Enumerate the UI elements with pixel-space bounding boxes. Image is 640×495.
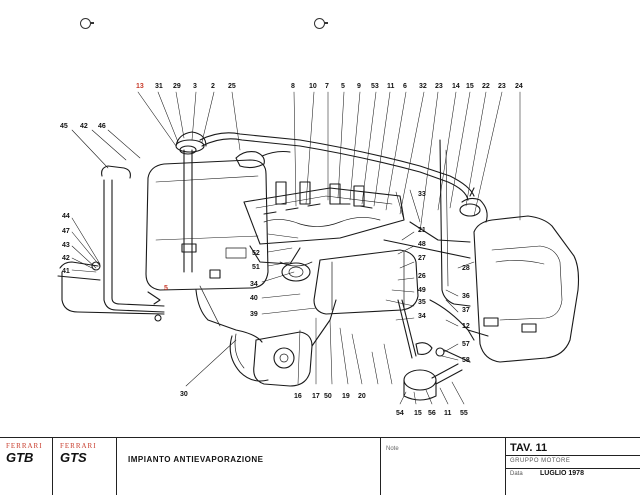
brand-manufacturer: FERRARI bbox=[6, 442, 43, 450]
callout-label: 28 bbox=[462, 265, 470, 272]
left-filler-bracket bbox=[57, 165, 165, 322]
part-number-callouts: 13 31 29 3 2 25 8 10 7 5 9 53 11 6 32 23… bbox=[60, 83, 523, 417]
callout-label: 46 bbox=[98, 123, 106, 130]
callout-label: 15 bbox=[414, 410, 422, 417]
divider bbox=[505, 455, 640, 456]
callout-label: 23 bbox=[498, 83, 506, 90]
brand-model-gtb: GTB bbox=[6, 450, 34, 465]
callout-label: 44 bbox=[62, 213, 70, 220]
callout-label: 24 bbox=[515, 83, 523, 90]
callout-label: 42 bbox=[80, 123, 88, 130]
brand-cell-right: FERRARI GTS bbox=[52, 438, 117, 495]
brand-model-gts: GTS bbox=[60, 450, 87, 465]
callout-label: 45 bbox=[60, 123, 68, 130]
callout-label: 7 bbox=[325, 83, 329, 90]
fuel-return-lines bbox=[195, 285, 337, 387]
side-vent-lines bbox=[429, 139, 489, 341]
callout-label: 11 bbox=[444, 410, 452, 417]
callout-label: 9 bbox=[357, 83, 361, 90]
callout-label: 20 bbox=[358, 393, 366, 400]
callout-label: 37 bbox=[462, 307, 470, 314]
title-block: FERRARI GTB FERRARI GTS IMPIANTO ANTIEVA… bbox=[0, 437, 640, 495]
callout-label: 32 bbox=[419, 83, 427, 90]
callout-label: 34 bbox=[250, 281, 258, 288]
callout-label: 49 bbox=[418, 287, 426, 294]
table-number: TAV. 11 bbox=[510, 442, 548, 454]
divider bbox=[505, 468, 640, 469]
callout-label: 19 bbox=[342, 393, 350, 400]
callout-label: 39 bbox=[250, 311, 258, 318]
binder-hole-left bbox=[80, 18, 94, 29]
note-label: Note bbox=[386, 446, 399, 452]
callout-label: 27 bbox=[418, 255, 426, 262]
callout-label: 11 bbox=[387, 83, 395, 90]
note-cell bbox=[380, 438, 506, 495]
callout-label: 42 bbox=[62, 255, 70, 262]
callout-label: 34 bbox=[418, 313, 426, 320]
callout-label: 36 bbox=[462, 293, 470, 300]
sheet-title: IMPIANTO ANTIEVAPORAZIONE bbox=[128, 455, 264, 464]
callout-label: 48 bbox=[418, 241, 426, 248]
callout-label: 53 bbox=[371, 83, 379, 90]
callout-label: 47 bbox=[62, 228, 70, 235]
callout-label: 58 bbox=[462, 357, 470, 364]
callout-label: 43 bbox=[62, 242, 70, 249]
exploded-parts-diagram: 13 31 29 3 2 25 8 10 7 5 9 53 11 6 32 23… bbox=[57, 83, 580, 417]
callout-label: 3 bbox=[193, 83, 197, 90]
vent-valve-assembly bbox=[397, 299, 471, 401]
callout-label: 5 bbox=[164, 285, 168, 292]
callout-label: 35 bbox=[418, 299, 426, 306]
callout-label: 23 bbox=[435, 83, 443, 90]
callout-label: 41 bbox=[62, 268, 70, 275]
date-value: LUGLIO 1978 bbox=[540, 470, 584, 477]
callout-label: 22 bbox=[482, 83, 490, 90]
callout-label: 56 bbox=[428, 410, 436, 417]
callout-label: 50 bbox=[324, 393, 332, 400]
title-cell bbox=[116, 438, 381, 495]
charcoal-canister bbox=[281, 221, 471, 315]
callout-label: 25 bbox=[228, 83, 236, 90]
callout-label: 51 bbox=[252, 264, 260, 271]
callout-label: 21 bbox=[418, 227, 426, 234]
brand-manufacturer: FERRARI bbox=[60, 442, 97, 450]
callout-label: 40 bbox=[250, 295, 258, 302]
callout-label: 15 bbox=[466, 83, 474, 90]
callout-label: 57 bbox=[462, 341, 470, 348]
engine-intake-assembly bbox=[243, 181, 405, 267]
callout-label: 29 bbox=[173, 83, 181, 90]
callout-label: 8 bbox=[291, 83, 295, 90]
callout-label: 33 bbox=[418, 191, 426, 198]
callout-label: 31 bbox=[155, 83, 163, 90]
callout-label: 10 bbox=[309, 83, 317, 90]
callout-label: 30 bbox=[180, 391, 188, 398]
callout-label: 6 bbox=[403, 83, 407, 90]
callout-label: 14 bbox=[452, 83, 460, 90]
vapour-pipe-overhead bbox=[199, 132, 475, 201]
binder-hole-right bbox=[314, 18, 328, 29]
callout-label: 5 bbox=[341, 83, 345, 90]
callout-label: 54 bbox=[396, 410, 404, 417]
right-fuel-tank bbox=[459, 187, 580, 363]
callout-label: 26 bbox=[418, 273, 426, 280]
date-label: Data bbox=[510, 471, 523, 477]
callout-label: 2 bbox=[211, 83, 215, 90]
callout-label: 13 bbox=[136, 83, 144, 90]
left-fuel-tank bbox=[145, 131, 269, 291]
brand-cell-left: FERRARI GTB bbox=[0, 438, 53, 495]
callout-label: 52 bbox=[252, 250, 260, 257]
callout-leader-lines bbox=[71, 91, 521, 405]
callout-label: 17 bbox=[312, 393, 320, 400]
callout-label: 16 bbox=[294, 393, 302, 400]
callout-label: 12 bbox=[462, 323, 470, 330]
group-label: GRUPPO MOTORE bbox=[510, 458, 571, 464]
callout-label: 55 bbox=[460, 410, 468, 417]
